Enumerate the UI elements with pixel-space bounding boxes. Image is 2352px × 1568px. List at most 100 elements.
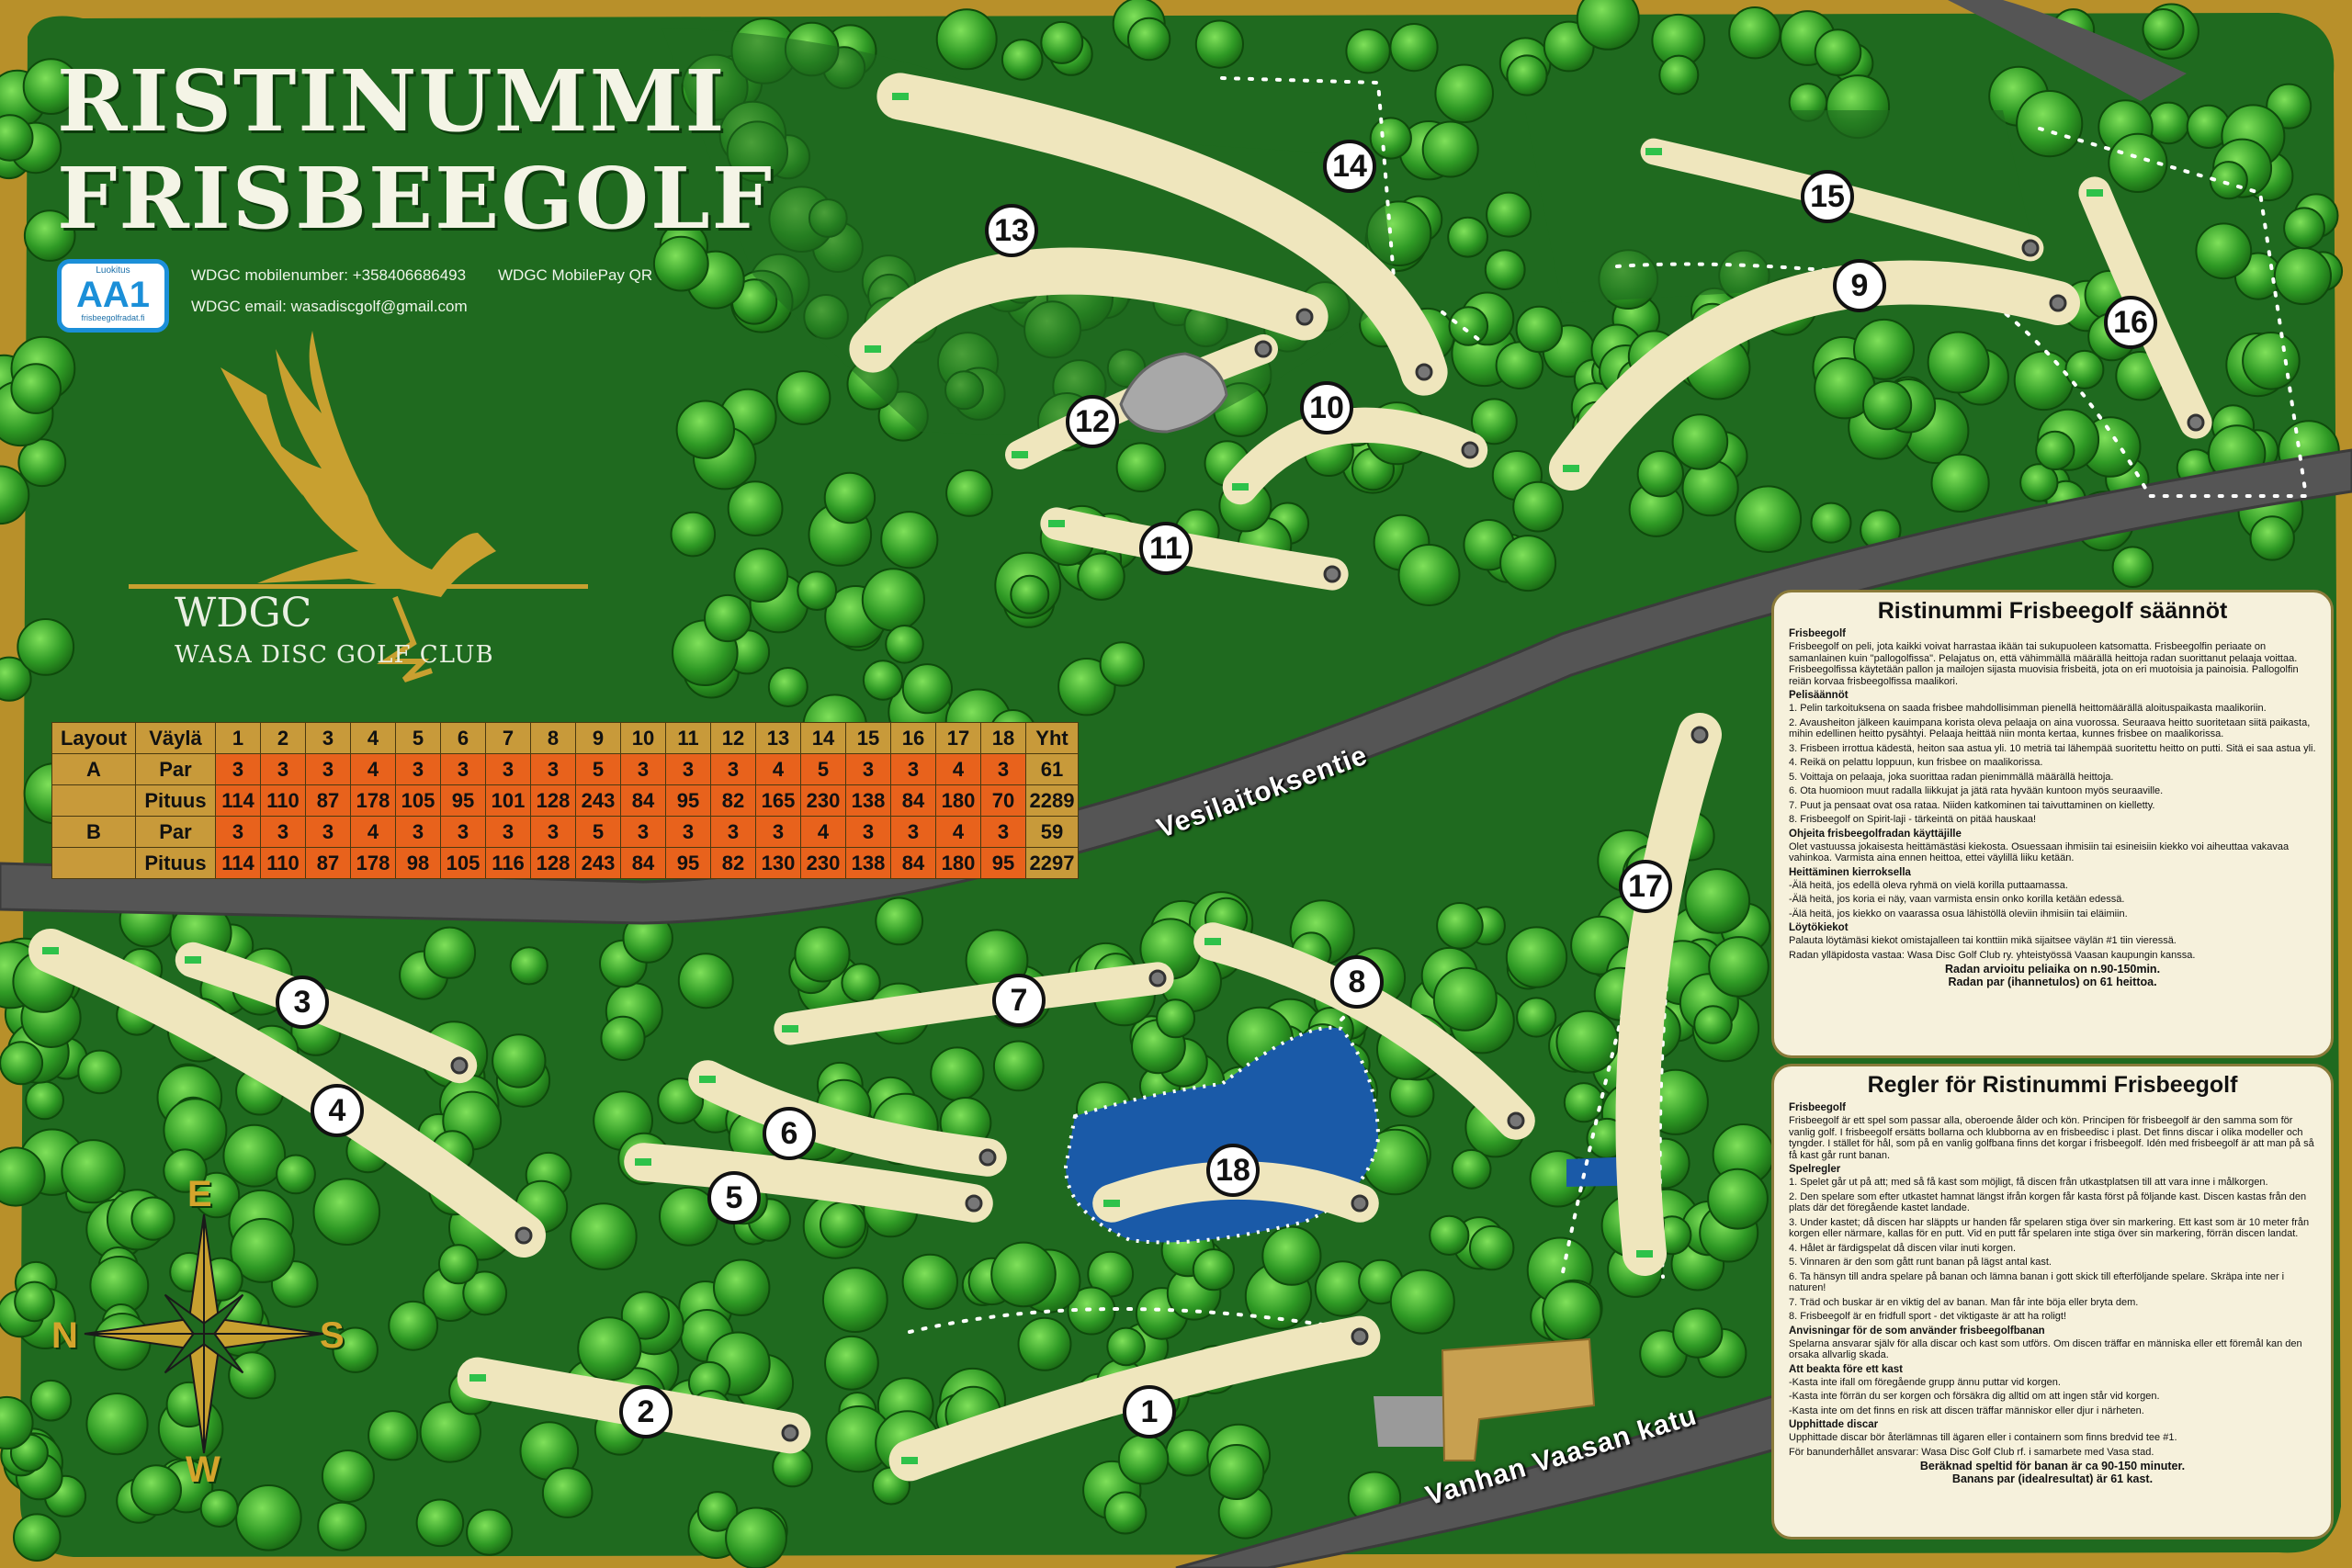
- row-label-cell: Par: [135, 753, 216, 785]
- tree: [1436, 902, 1484, 950]
- tree: [1471, 398, 1518, 446]
- rules-sv-text: Spelarna ansvarar själv för alla discar …: [1789, 1337, 2302, 1361]
- layout-cell: B: [51, 816, 136, 848]
- contact-email[interactable]: WDGC email: wasadiscgolf@gmail.com: [191, 298, 468, 315]
- score-value-cell: 3: [485, 816, 531, 848]
- hole-marker-6[interactable]: 6: [763, 1107, 816, 1160]
- rules-sv-par: Banans par (idealresultat) är 61 kast.: [1951, 1472, 2154, 1485]
- hole-marker-7[interactable]: 7: [992, 974, 1046, 1027]
- score-value-cell: 128: [530, 784, 576, 817]
- score-value-cell: 3: [395, 753, 441, 785]
- tree: [419, 1401, 481, 1463]
- hole-marker-11[interactable]: 11: [1139, 522, 1193, 575]
- score-value-cell: 3: [260, 816, 306, 848]
- score-value-cell: 3: [755, 816, 801, 848]
- tree: [22, 58, 80, 115]
- tree: [29, 1379, 73, 1422]
- score-value-cell: 95: [665, 784, 711, 817]
- hole-marker-8[interactable]: 8: [1330, 955, 1384, 1009]
- tree: [841, 963, 881, 1003]
- tree: [61, 1139, 126, 1204]
- hole-marker-17[interactable]: 17: [1619, 860, 1672, 913]
- fairway-7: [774, 962, 1174, 1045]
- score-value-cell: 3: [530, 753, 576, 785]
- hole-marker-4[interactable]: 4: [311, 1084, 364, 1137]
- tree: [1099, 641, 1146, 687]
- hole-marker-18[interactable]: 18: [1206, 1144, 1260, 1197]
- aa1-badge[interactable]: Luokitus AA1 frisbeegolfradat.fi: [57, 259, 169, 333]
- tree: [2108, 132, 2168, 193]
- tree: [2242, 332, 2301, 390]
- tree: [1542, 1280, 1602, 1341]
- basket: [450, 1056, 469, 1075]
- tree: [1658, 54, 1700, 96]
- score-header-cell: 18: [980, 722, 1026, 754]
- tee-pad: [42, 947, 59, 954]
- tee-pad: [1204, 938, 1221, 945]
- rules-sv-text: Upphittade discar bör återlämnas till äg…: [1789, 1432, 2177, 1443]
- score-value-cell: 5: [575, 753, 621, 785]
- basket: [2187, 413, 2205, 432]
- score-value-cell: 3: [845, 816, 891, 848]
- fairway-6: [688, 1060, 1007, 1177]
- hole-marker-3[interactable]: 3: [276, 976, 329, 1029]
- tree: [767, 667, 808, 707]
- tree: [775, 370, 831, 425]
- score-value-cell: 114: [215, 784, 261, 817]
- fairway-5: [624, 1143, 993, 1223]
- score-value-cell: 110: [260, 847, 306, 879]
- hole-marker-1[interactable]: 1: [1123, 1385, 1176, 1438]
- tee-pad: [1636, 1250, 1653, 1258]
- tree: [0, 114, 34, 162]
- row-label-cell: Pituus: [135, 784, 216, 817]
- tree: [1345, 28, 1391, 74]
- hole-marker-10[interactable]: 10: [1300, 381, 1353, 434]
- hole-marker-2[interactable]: 2: [619, 1385, 673, 1438]
- hole-marker-15[interactable]: 15: [1801, 170, 1854, 223]
- tree: [823, 471, 876, 525]
- tree: [797, 570, 838, 611]
- tree: [230, 1217, 296, 1283]
- tree: [462, 1270, 508, 1316]
- tree: [1017, 1316, 1072, 1371]
- hole-marker-9[interactable]: 9: [1833, 259, 1886, 312]
- tee-pad: [1232, 483, 1249, 491]
- tee-pad: [469, 1374, 486, 1382]
- rules-fi-text: Frisbeegolf on peli, jota kaikki voivat …: [1789, 641, 2299, 687]
- tree: [235, 1484, 302, 1551]
- hole-marker-12[interactable]: 12: [1066, 395, 1119, 448]
- basket: [965, 1194, 983, 1213]
- hole-marker-16[interactable]: 16: [2104, 296, 2157, 349]
- hole-marker-13[interactable]: 13: [985, 204, 1038, 257]
- score-value-cell: 180: [935, 784, 981, 817]
- tree: [733, 547, 789, 603]
- contact-mobile: WDGC mobilenumber: +358406686493: [191, 266, 467, 284]
- tree: [1077, 552, 1125, 601]
- tree: [14, 1280, 55, 1323]
- score-value-cell: 84: [890, 784, 936, 817]
- tee-pad: [1012, 451, 1028, 458]
- tree: [466, 1508, 514, 1556]
- tree: [437, 1244, 479, 1285]
- score-header-cell: 17: [935, 722, 981, 754]
- tree: [1672, 1307, 1724, 1359]
- tree: [193, 1171, 241, 1219]
- rules-sv-section: Spelregler: [1789, 1164, 1841, 1175]
- tree: [861, 568, 926, 632]
- score-header-cell: 12: [710, 722, 756, 754]
- tree: [675, 400, 735, 459]
- hole-marker-5[interactable]: 5: [707, 1171, 761, 1224]
- score-header-cell: 5: [395, 722, 441, 754]
- tree: [1369, 117, 1412, 160]
- basket: [1690, 726, 1709, 744]
- badge-small-text: Luokitus: [96, 265, 130, 276]
- tree: [1126, 17, 1171, 62]
- hole-marker-14[interactable]: 14: [1323, 140, 1376, 193]
- score-value-cell: 4: [800, 816, 846, 848]
- layout-cell: [51, 784, 136, 817]
- tree: [935, 8, 998, 71]
- score-value-cell: 3: [710, 753, 756, 785]
- score-value-cell: 3: [890, 753, 936, 785]
